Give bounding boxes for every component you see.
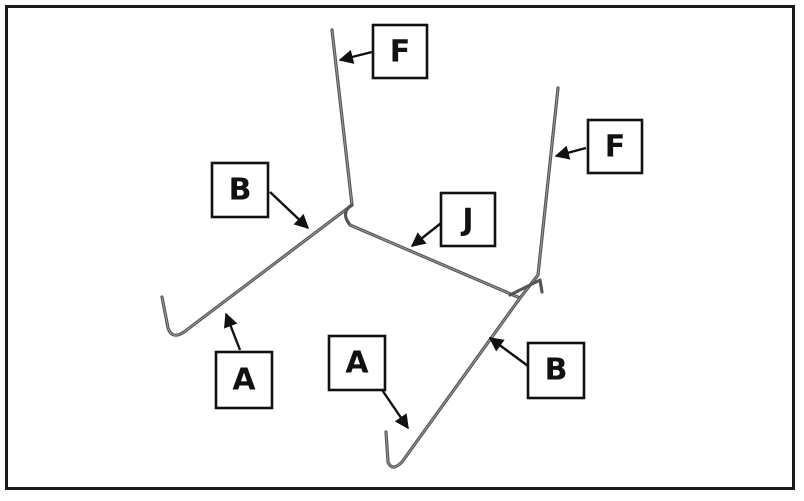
- arrow-f-right: [554, 145, 587, 160]
- label-a-left-text: A: [232, 363, 256, 398]
- label-b-left: B: [210, 161, 270, 219]
- arrow-j: [410, 219, 446, 247]
- label-f-right-text: F: [605, 130, 626, 165]
- label-a-left: A: [214, 350, 274, 410]
- label-a-right-text: A: [345, 346, 369, 381]
- rod-left-joint: [343, 203, 354, 227]
- arrow-b-left: [269, 191, 310, 229]
- label-f-top-text: F: [390, 35, 411, 70]
- label-j: J: [439, 191, 497, 248]
- label-b-right-text: B: [545, 353, 568, 388]
- rod-right-joint: [508, 278, 544, 297]
- label-a-right: A: [327, 334, 387, 392]
- label-b-right: B: [526, 341, 586, 400]
- arrow-f-top: [338, 49, 373, 64]
- label-f-top: F: [371, 23, 429, 80]
- arrow-b-right: [488, 337, 529, 367]
- arrow-a-left: [223, 312, 242, 351]
- arrow-a-right: [377, 383, 409, 430]
- label-b-left-text: B: [229, 173, 252, 208]
- label-j-text: J: [460, 203, 473, 238]
- label-f-right: F: [586, 118, 644, 175]
- callout-arrows: [223, 49, 587, 430]
- wire-frame: [160, 28, 560, 469]
